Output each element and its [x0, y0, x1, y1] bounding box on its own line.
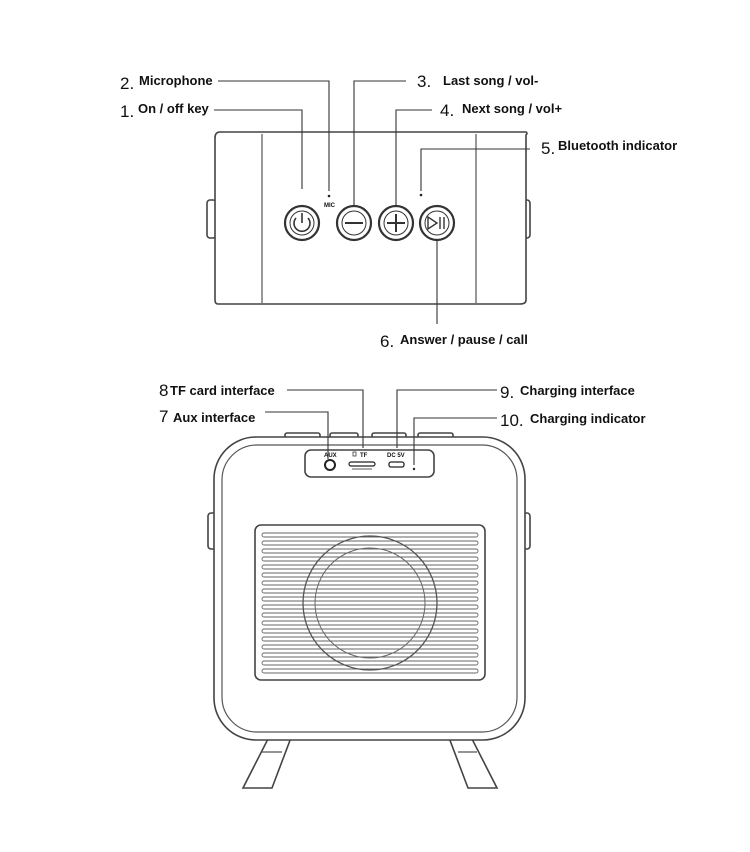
callout-7-number: 7	[159, 407, 168, 426]
callout-9-label: Charging interface	[520, 383, 635, 398]
grille-slat	[261, 620, 479, 626]
callout-5-label: Bluetooth indicator	[558, 138, 677, 153]
leader-line-8	[287, 389, 364, 448]
callout-5-number: 5.	[541, 139, 555, 158]
mic-marking: MIC	[324, 203, 336, 209]
grille-slat	[261, 540, 479, 546]
callout-3-number: 3.	[417, 72, 431, 91]
callout-2-label: Microphone	[139, 73, 213, 88]
callout-2-number: 2.	[120, 74, 134, 93]
aux-port[interactable]	[324, 459, 336, 471]
dc-5v-port[interactable]	[388, 461, 405, 468]
grille-slat	[261, 596, 479, 602]
leader-line-1	[214, 109, 303, 189]
bluetooth-indicator-light	[419, 193, 423, 197]
grille-slat	[261, 612, 479, 618]
rear-view: AUX TF DC 5V 8 TF card interface 7 Aux i…	[159, 381, 646, 789]
leader-line-7	[265, 411, 329, 459]
right-leg	[446, 734, 499, 789]
leader-line-4	[395, 109, 432, 206]
charging-indicator-light	[412, 467, 416, 471]
callout-4-number: 4.	[440, 101, 454, 120]
speaker-driver-ring	[302, 535, 438, 671]
callout-7-label: Aux interface	[173, 410, 255, 425]
grille-slat	[261, 644, 479, 650]
tf-marking: TF	[360, 453, 368, 459]
plus-button[interactable]	[377, 204, 415, 242]
tf-card-icon	[352, 451, 357, 457]
grille-slat	[261, 564, 479, 570]
callout-8-label: TF card interface	[170, 383, 275, 398]
leader-line-5	[420, 148, 530, 191]
callout-10-number: 10.	[500, 411, 524, 430]
leader-line-2	[218, 80, 330, 191]
callout-1-number: 1.	[120, 102, 134, 121]
play-pause-icon	[427, 215, 439, 231]
grille-slat	[261, 556, 479, 562]
callout-1-label: On / off key	[138, 101, 210, 116]
play-pause-button[interactable]	[418, 204, 456, 242]
dc-marking: DC 5V	[387, 453, 405, 459]
grille-slat	[261, 652, 479, 658]
speaker-driver-inner-ring	[314, 547, 426, 659]
grille-slat	[261, 636, 479, 642]
callout-10-label: Charging indicator	[530, 411, 646, 426]
callout-4-label: Next song / vol+	[462, 101, 562, 116]
power-icon	[293, 217, 311, 233]
grille-slat	[261, 548, 479, 554]
grille-slat	[261, 588, 479, 594]
grille-slats	[261, 532, 479, 674]
minus-button[interactable]	[335, 204, 373, 242]
leader-line-9	[396, 389, 497, 448]
callout-8-number: 8	[159, 381, 168, 400]
left-leg	[241, 734, 294, 789]
mic-hole	[327, 194, 331, 198]
tf-card-slot[interactable]	[348, 461, 376, 467]
callout-6-label: Answer / pause / call	[400, 332, 528, 347]
callout-3-label: Last song / vol-	[443, 73, 538, 88]
grille-slat	[261, 668, 479, 674]
leader-line-10	[413, 417, 497, 465]
grille-slat	[261, 604, 479, 610]
grille-slat	[261, 628, 479, 634]
rear-housing-inner	[221, 444, 518, 733]
grille-slat	[261, 660, 479, 666]
leader-line-3	[353, 80, 406, 206]
aux-marking: AUX	[324, 453, 337, 459]
top-view: MIC 2. Mic	[120, 72, 677, 351]
callout-9-number: 9.	[500, 383, 514, 402]
grille-slat	[261, 532, 479, 538]
callout-6-number: 6.	[380, 332, 394, 351]
power-button[interactable]	[283, 204, 321, 242]
grille-slat	[261, 580, 479, 586]
grille-slat	[261, 572, 479, 578]
